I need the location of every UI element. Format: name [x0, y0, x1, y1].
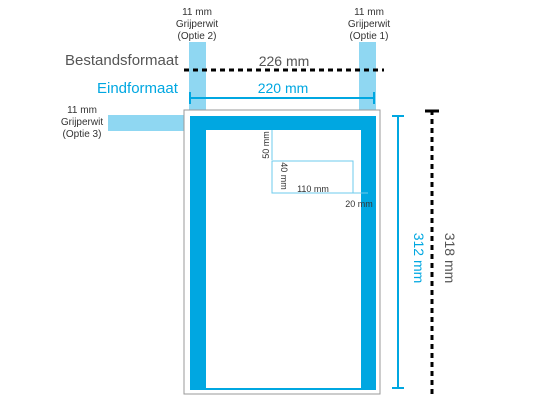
option-3-label-option: (Optie 3) [63, 129, 102, 140]
option-1-label-mm: 11 mm [354, 7, 384, 18]
print-area [206, 130, 361, 388]
option-3-label-name: Grijperwit [61, 117, 103, 128]
dim-40mm-label: 40 mm [279, 162, 289, 190]
option-2-label-option: (Optie 2) [178, 31, 217, 42]
option-2-label-name: Grijperwit [176, 19, 218, 30]
dim-110mm-label: 110 mm [297, 184, 329, 194]
final-format-top-bar [190, 116, 376, 130]
gripper-strip-option-3 [108, 115, 190, 131]
dim-50mm-label: 50 mm [261, 131, 271, 159]
dim-20mm-label: 20 mm [345, 199, 373, 209]
file-width-value: 226 mm [259, 53, 310, 69]
position-box [271, 160, 354, 194]
gripper-strip-option-1 [359, 42, 376, 112]
eindformaat-label: Eindformaat [97, 80, 179, 97]
gripper-strip-option-2 [189, 42, 206, 112]
file-height-value: 318 mm [442, 233, 458, 284]
option-2-label-mm: 11 mm [182, 7, 212, 18]
final-format-left-bar [190, 116, 206, 390]
final-width-value: 220 mm [258, 80, 309, 96]
bestandsformaat-label: Bestandsformaat [65, 52, 179, 69]
option-1-label-option: (Optie 1) [350, 31, 389, 42]
final-height-value: 312 mm [411, 233, 427, 284]
option-1-label-name: Grijperwit [348, 19, 390, 30]
final-format-right-bar [361, 116, 376, 390]
option-3-label-mm: 11 mm [67, 105, 97, 116]
final-format-bottom-edge [190, 388, 376, 390]
